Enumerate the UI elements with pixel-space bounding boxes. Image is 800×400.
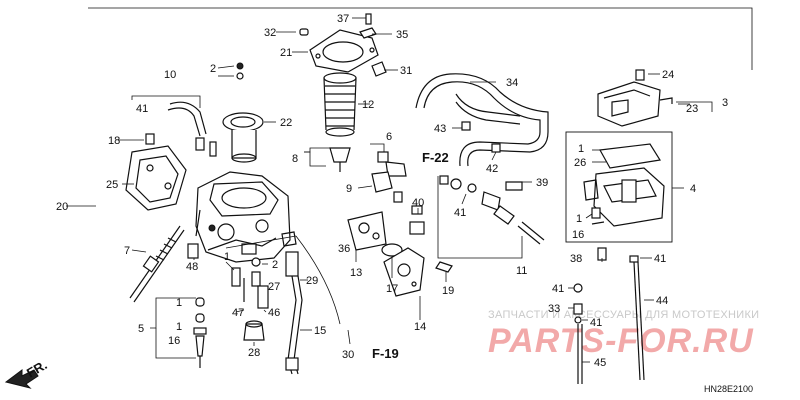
pilot-screw-set-11	[439, 175, 545, 245]
callout-26: 26	[574, 157, 586, 169]
callout-7: 7	[124, 245, 130, 257]
callout-16-bowl: 16	[572, 229, 584, 241]
callout-18: 18	[108, 135, 120, 147]
lower-body-parts	[187, 235, 341, 375]
callout-1-body: 1	[224, 251, 230, 263]
choke-linkage	[347, 151, 407, 251]
breather-hose-34	[415, 73, 549, 167]
float-bowl-assembly-4	[565, 131, 673, 243]
callout-41-hose: 41	[136, 103, 148, 115]
callout-43: 43	[434, 123, 446, 135]
callout-32: 32	[264, 27, 276, 39]
callout-38: 38	[570, 253, 582, 265]
callout-44: 44	[656, 295, 668, 307]
callout-41-drain-a: 41	[654, 253, 666, 265]
callout-47: 47	[232, 307, 244, 319]
callout-35: 35	[396, 29, 408, 41]
choke-hose-10	[131, 95, 217, 157]
callout-24: 24	[662, 69, 674, 81]
carburetor-body	[195, 171, 297, 263]
callout-30: 30	[342, 349, 354, 361]
frame-border	[88, 7, 753, 70]
callout-36: 36	[338, 243, 350, 255]
callout-39: 39	[536, 177, 548, 189]
throttle-valve-cup	[222, 62, 264, 163]
callout-37: 37	[337, 13, 349, 25]
callout-12: 12	[362, 99, 374, 111]
callout-1-jet-b: 1	[176, 321, 182, 333]
ref-f22: F-22	[422, 150, 449, 165]
callout-29: 29	[306, 275, 318, 287]
callout-6: 6	[386, 131, 392, 143]
callout-27: 27	[268, 281, 280, 293]
callout-13: 13	[350, 267, 362, 279]
callout-1-bowl-top: 1	[578, 143, 584, 155]
side-cover-25	[125, 133, 187, 211]
callout-15: 15	[314, 325, 326, 337]
callout-8: 8	[292, 153, 298, 165]
callout-11: 11	[516, 265, 527, 277]
callout-41-drain-b: 41	[552, 283, 564, 295]
front-direction-arrow	[4, 369, 39, 389]
callout-31: 31	[400, 65, 412, 77]
ref-f19: F-19	[372, 346, 399, 361]
callout-45: 45	[594, 357, 606, 369]
watermark-brand: PARTS-FOR.RU	[488, 322, 754, 360]
callout-9: 9	[346, 183, 352, 195]
callout-33: 33	[548, 303, 560, 315]
pump-rod-7	[129, 225, 185, 303]
callout-17: 17	[386, 283, 398, 295]
callout-5: 5	[138, 323, 144, 335]
callout-42: 42	[486, 163, 498, 175]
callout-19: 19	[442, 285, 454, 297]
jet-set-5	[150, 297, 207, 368]
choke-cable-cover-3	[597, 69, 673, 127]
callout-2-body: 2	[272, 259, 278, 271]
callout-4: 4	[690, 183, 696, 195]
callout-14: 14	[414, 321, 426, 333]
callout-16-jet: 16	[168, 335, 180, 347]
callout-20: 20	[56, 201, 68, 213]
callout-28: 28	[248, 347, 260, 359]
callout-25: 25	[106, 179, 118, 191]
callout-1-bowl-bottom: 1	[576, 213, 582, 225]
vacuum-piston-diaphragm	[323, 72, 357, 172]
drain-parts	[573, 247, 645, 384]
callout-1-jet-a: 1	[176, 297, 182, 309]
top-cover-assembly	[299, 13, 387, 77]
leader-lines	[66, 17, 713, 363]
callout-10: 10	[164, 69, 176, 81]
diagram-code: HN28E2100	[704, 384, 753, 394]
callout-34: 34	[506, 77, 518, 89]
callout-2-top: 2	[210, 63, 216, 75]
callout-40: 40	[412, 197, 424, 209]
callout-46: 46	[268, 307, 280, 319]
callout-21: 21	[280, 47, 292, 59]
callout-48: 48	[186, 261, 198, 273]
callout-23: 23	[686, 103, 698, 115]
callout-41-pilot: 41	[454, 207, 466, 219]
watermark-subtitle: ЗАПЧАСТИ И АКСЕССУАРЫ ДЛЯ МОТОТЕХНИКИ	[488, 309, 759, 321]
callout-3: 3	[722, 97, 728, 109]
callout-labels: 37 32 35 21 31 2 10 12 22 41 18 8 6 25 9…	[56, 13, 728, 369]
callout-41-drain-c: 41	[590, 317, 602, 329]
callout-22: 22	[280, 117, 292, 129]
